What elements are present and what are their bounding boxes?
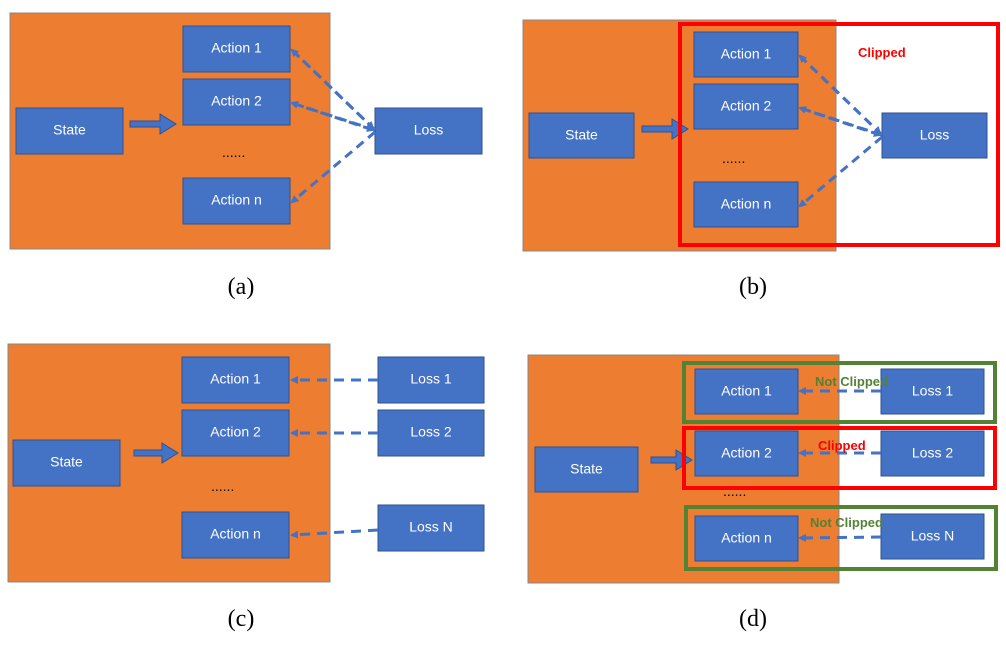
panel-b-action1-label: Action 1: [721, 46, 772, 62]
panel-d-actionn-label: Action n: [721, 530, 772, 546]
panel-d-dashed-arrow-3: [798, 533, 882, 542]
panel-b-dashed-arrow-3: [798, 54, 882, 135]
panel-c-lossn-box: Loss N: [377, 504, 485, 552]
panel-c-actionn-box: Action n: [181, 511, 290, 559]
panel-b-dots: ......: [722, 150, 745, 166]
panel-d-loss2-box: Loss 2: [880, 430, 985, 477]
panel-d-action2-label: Action 2: [721, 445, 772, 461]
panel-a: State Action 1 Action 2 ...... Action n …: [9, 12, 483, 300]
panel-d-clipped-region: [682, 426, 997, 490]
panel-d-not-clipped-region-2: [684, 505, 998, 571]
caption-d: (d): [739, 606, 767, 632]
panel-c-actionn-label: Action n: [210, 526, 261, 542]
panel-d-action2-box: Action 2: [694, 430, 799, 477]
panel-d-clipped-label: Clipped: [818, 438, 866, 453]
caption-b: (b): [739, 274, 767, 300]
panel-a-state-label: State: [53, 122, 86, 138]
panel-b-loss-box: Loss: [881, 112, 988, 159]
panel-b-action2-label: Action 2: [721, 98, 772, 114]
panel-a-actionn-box: Action n: [182, 177, 291, 225]
panel-a-dots: ......: [222, 144, 245, 160]
caption-a: (a): [228, 274, 255, 300]
panel-a-action1-box: Action 1: [182, 25, 291, 73]
panel-c-action2-box: Action 2: [181, 409, 290, 457]
panel-c-loss2-label: Loss 2: [410, 424, 451, 440]
panel-b-actionn-box: Action n: [693, 181, 799, 228]
panel-d-lossn-label: Loss N: [911, 528, 955, 544]
panel-b-clipped-region: [678, 22, 1000, 247]
panel-d-lossn-box: Loss N: [880, 513, 985, 560]
panel-a-action2-label: Action 2: [211, 93, 262, 109]
panel-d-actionn-box: Action n: [694, 515, 799, 562]
panel-b-state-label: State: [565, 127, 598, 143]
panel-d-state-box: State: [534, 446, 639, 493]
panel-c-action2-label: Action 2: [210, 424, 261, 440]
panel-c-state-box: State: [12, 439, 121, 487]
panel-d-loss1-label: Loss 1: [912, 383, 953, 399]
panel-b: State Action 1 Action 2 ...... Action n …: [522, 19, 1000, 300]
panel-b-action2-box: Action 2: [693, 83, 799, 130]
panel-a-dashed-arrow-3: [290, 48, 375, 130]
panel-d-dots: ......: [723, 483, 746, 499]
panel-c-block-arrow: [133, 442, 179, 464]
panel-c-lossn-label: Loss N: [409, 519, 453, 535]
panel-b-loss-label: Loss: [920, 127, 950, 143]
panel-d-action1-box: Action 1: [694, 368, 799, 415]
panel-a-dashed-arrow-5: [290, 130, 376, 204]
panel-c-loss1-label: Loss 1: [410, 371, 451, 387]
panel-c-state-label: State: [50, 454, 83, 470]
panel-c-action1-box: Action 1: [181, 356, 290, 404]
panel-b-state-box: State: [528, 112, 635, 159]
panel-b-actionn-label: Action n: [721, 196, 772, 212]
panel-d-not-clipped-label-2: Not Clipped: [810, 515, 883, 530]
panel-d-state-label: State: [570, 461, 603, 477]
panel-b-action1-box: Action 1: [693, 31, 799, 78]
panel-c-dashed-arrow-3: [290, 528, 379, 539]
panel-d-not-clipped-region-1: [682, 361, 997, 424]
panel-d-action1-label: Action 1: [721, 383, 772, 399]
panel-a-block-arrow: [129, 113, 177, 135]
panel-d: State Action 1 Action 2 ...... Action n …: [527, 354, 998, 632]
panel-c-dots: ......: [211, 478, 234, 494]
panel-c: State Action 1 Action 2 ...... Action n …: [7, 343, 485, 632]
panel-a-actionn-label: Action n: [211, 192, 262, 208]
panel-b-dashed-arrow-5: [798, 135, 883, 208]
panel-a-loss-label: Loss: [414, 122, 444, 138]
panel-c-loss2-box: Loss 2: [377, 409, 485, 457]
panel-a-action2-box: Action 2: [182, 78, 291, 126]
panel-d-loss1-box: Loss 1: [880, 368, 985, 415]
panel-d-loss2-label: Loss 2: [912, 445, 953, 461]
panel-b-clipped-label: Clipped: [858, 45, 906, 60]
panel-a-loss-box: Loss: [374, 107, 483, 155]
panel-d-not-clipped-label-1: Not Clipped: [815, 374, 888, 389]
panel-c-action1-label: Action 1: [210, 371, 261, 387]
caption-c: (c): [228, 606, 255, 632]
panel-c-loss1-box: Loss 1: [377, 356, 485, 404]
panel-a-state-box: State: [15, 107, 124, 155]
panel-a-action1-label: Action 1: [211, 40, 262, 56]
